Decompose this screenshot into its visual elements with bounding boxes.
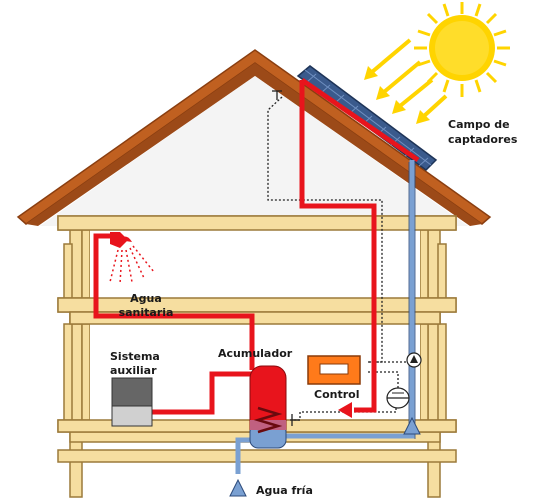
label-agua-sanitaria-line1: Agua [130,292,162,305]
shower-icon [109,232,155,285]
auxiliary-system-icon [111,377,153,427]
upper-floor-interior [90,230,420,298]
label-control: Control [314,388,359,401]
label-agua-fria: Agua fría [256,484,313,497]
label-acumulador: Acumulador [218,347,293,360]
circulation-pump-icon [406,352,422,368]
label-agua-sanitaria-line2: sanitaria [119,306,174,319]
label-campo-line1: Campo de [448,118,510,131]
control-wires [267,96,410,421]
pump-icon [403,416,421,435]
hot-water-circuit [93,77,420,415]
sun-icon [414,2,510,97]
label-sistema-line1: Sistema [110,350,160,363]
label-campo-line2: captadores [448,133,518,146]
flow-arrow-icon [338,402,352,418]
expansion-vessel-icon [386,387,410,409]
roof [16,49,492,226]
thermostat-icon [272,90,300,426]
accumulator-tank [249,365,287,449]
cold-pipe-outline [408,162,416,439]
cold-water-inlet-icon [229,478,247,497]
label-sistema-line2: auxiliar [110,364,157,377]
control-box-icon [307,355,361,385]
sunlight-arrows [364,38,448,124]
